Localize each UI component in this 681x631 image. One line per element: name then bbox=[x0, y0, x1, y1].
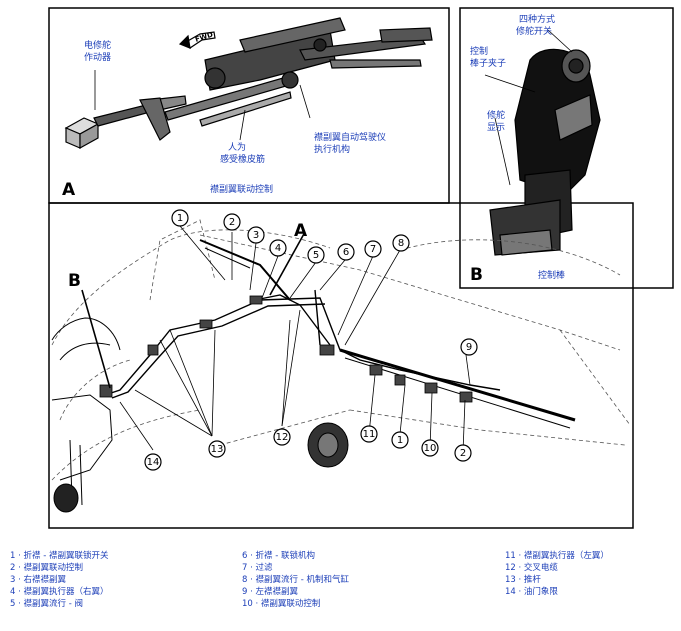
legend-item: 3 · 右襟襟副翼 bbox=[10, 575, 67, 585]
callout-number: 5 bbox=[313, 250, 319, 261]
callout-11: 11 bbox=[360, 425, 378, 443]
panel-b-label-clamp-2: 棒子夹子 bbox=[470, 57, 506, 69]
callout-1: 1 bbox=[171, 209, 189, 227]
panel-b-frame bbox=[459, 7, 674, 289]
legend-item: 14 · 油门象限 bbox=[505, 587, 558, 597]
callout-number: 1 bbox=[177, 213, 183, 224]
panel-b-label-display-1: 修舵 bbox=[487, 109, 505, 121]
callout-13: 13 bbox=[208, 440, 226, 458]
legend-item: 4 · 襟副翼执行器（右翼） bbox=[10, 587, 109, 597]
fwd-label: FWD bbox=[194, 31, 214, 44]
panel-a-label-actuator-2: 作动器 bbox=[84, 51, 111, 63]
main-letter-a: A bbox=[294, 221, 308, 241]
callout-14: 14 bbox=[144, 453, 162, 471]
callout-number: 7 bbox=[370, 244, 376, 255]
callout-2: 2 bbox=[223, 213, 241, 231]
control-linkage bbox=[104, 239, 576, 429]
callout-number: 1 bbox=[397, 435, 403, 446]
main-letter-b: B bbox=[68, 271, 81, 291]
panel-a-mechanism bbox=[64, 17, 433, 150]
callout-number: 3 bbox=[253, 230, 259, 241]
panel-b-label-switch-2: 修舵开关 bbox=[516, 25, 552, 37]
callout-number: 13 bbox=[211, 444, 224, 455]
panel-a-label-actuator-1: 电修舵 bbox=[84, 39, 111, 51]
callout-number: 12 bbox=[276, 432, 289, 443]
panel-b-stick bbox=[484, 29, 601, 256]
callout-7: 7 bbox=[364, 240, 382, 258]
panel-a-letter: A bbox=[62, 180, 76, 200]
callout-number: 2 bbox=[229, 217, 235, 228]
callout-9: 9 bbox=[460, 338, 478, 356]
callout-number: 6 bbox=[343, 247, 349, 258]
linkage-parts bbox=[99, 295, 473, 403]
legend-item: 12 · 交叉电缆 bbox=[505, 563, 558, 573]
main-frame bbox=[48, 202, 634, 529]
panel-b-label-switch-1: 四种方式 bbox=[519, 13, 555, 25]
panel-a-label-autopilot-2: 执行机构 bbox=[314, 143, 350, 155]
panel-a-caption: 襟副翼联动控制 bbox=[210, 183, 273, 195]
panel-b-label-display-2: 显示 bbox=[487, 122, 505, 133]
legend-item: 8 · 襟副翼流行 - 机制和气缸 bbox=[242, 575, 349, 585]
callout-number: 9 bbox=[466, 342, 472, 353]
callout-number: 11 bbox=[363, 429, 376, 440]
aircraft-outline bbox=[51, 219, 631, 481]
callout-3: 3 bbox=[247, 226, 265, 244]
panel-b-letter: B bbox=[470, 265, 483, 285]
callout-number: 4 bbox=[275, 243, 281, 254]
legend-item: 11 · 襟副翼执行器（左翼） bbox=[505, 551, 609, 561]
legend-item: 7 · 过滤 bbox=[242, 563, 273, 573]
panel-a-label-autopilot-1: 襟副翼自动驾驶仪 bbox=[314, 131, 386, 143]
legend-item: 1 · 折襟 - 襟副翼联锁开关 bbox=[10, 551, 109, 561]
aircraft-solid-outline bbox=[51, 317, 349, 513]
callout-10: 10 bbox=[421, 439, 439, 457]
callout-8: 8 bbox=[392, 234, 410, 252]
panel-a-label-bungee-2: 感受橡皮筋 bbox=[220, 153, 265, 165]
panel-b-caption: 控制棒 bbox=[538, 269, 565, 281]
legend-item: 2 · 襟副翼联动控制 bbox=[10, 563, 84, 573]
callout-5: 5 bbox=[307, 246, 325, 264]
callout-1: 1 bbox=[391, 431, 409, 449]
callout-number: 2 bbox=[460, 448, 466, 459]
panel-a-label-bungee-1: 人为 bbox=[228, 141, 246, 153]
callout-12: 12 bbox=[273, 428, 291, 446]
callout-2: 2 bbox=[454, 444, 472, 462]
legend-item: 13 · 推杆 bbox=[505, 575, 541, 585]
callout-number: 8 bbox=[398, 238, 404, 249]
callout-number: 10 bbox=[424, 443, 437, 454]
legend-item: 6 · 折襟 - 联锁机构 bbox=[242, 551, 315, 561]
leader-lines bbox=[81, 225, 471, 453]
callout-4: 4 bbox=[269, 239, 287, 257]
panel-b-label-clamp-1: 控制 bbox=[470, 45, 488, 57]
legend-item: 9 · 左襟襟副翼 bbox=[242, 587, 299, 597]
callout-6: 6 bbox=[337, 243, 355, 261]
legend-item: 10 · 襟副翼联动控制 bbox=[242, 599, 321, 609]
callout-number: 14 bbox=[147, 457, 160, 468]
legend-item: 5 · 襟副翼流行 - 阀 bbox=[10, 599, 83, 609]
